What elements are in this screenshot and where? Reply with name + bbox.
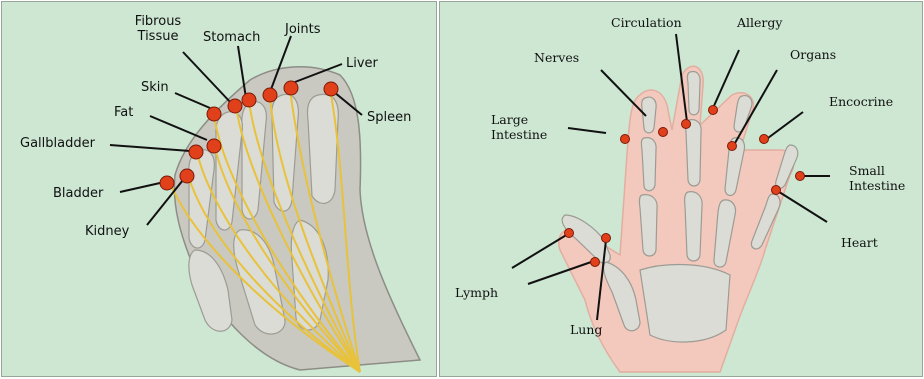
- label-kidney: Kidney: [85, 224, 129, 239]
- label-gallbladder: Gallbladder: [20, 136, 95, 151]
- label-fibrous-tissue: Fibrous Tissue: [128, 14, 188, 44]
- label-large-intestine: Large Intestine: [491, 112, 547, 142]
- label-circulation: Circulation: [611, 15, 682, 30]
- label-spleen: Spleen: [367, 110, 411, 125]
- label-lymph: Lymph: [455, 285, 498, 300]
- label-bladder: Bladder: [53, 186, 103, 201]
- label-organs: Organs: [790, 47, 836, 62]
- label-stomach: Stomach: [203, 30, 260, 45]
- label-joints: Joints: [285, 22, 321, 37]
- label-skin: Skin: [141, 80, 169, 95]
- label-small-intestine: Small Intestine: [849, 163, 905, 193]
- label-endocrine: Encocrine: [829, 94, 893, 109]
- label-lung: Lung: [570, 322, 602, 337]
- label-nerves: Nerves: [534, 50, 579, 65]
- label-heart: Heart: [841, 235, 878, 250]
- label-allergy: Allergy: [737, 15, 782, 30]
- label-fat: Fat: [114, 105, 133, 120]
- label-liver: Liver: [346, 56, 378, 71]
